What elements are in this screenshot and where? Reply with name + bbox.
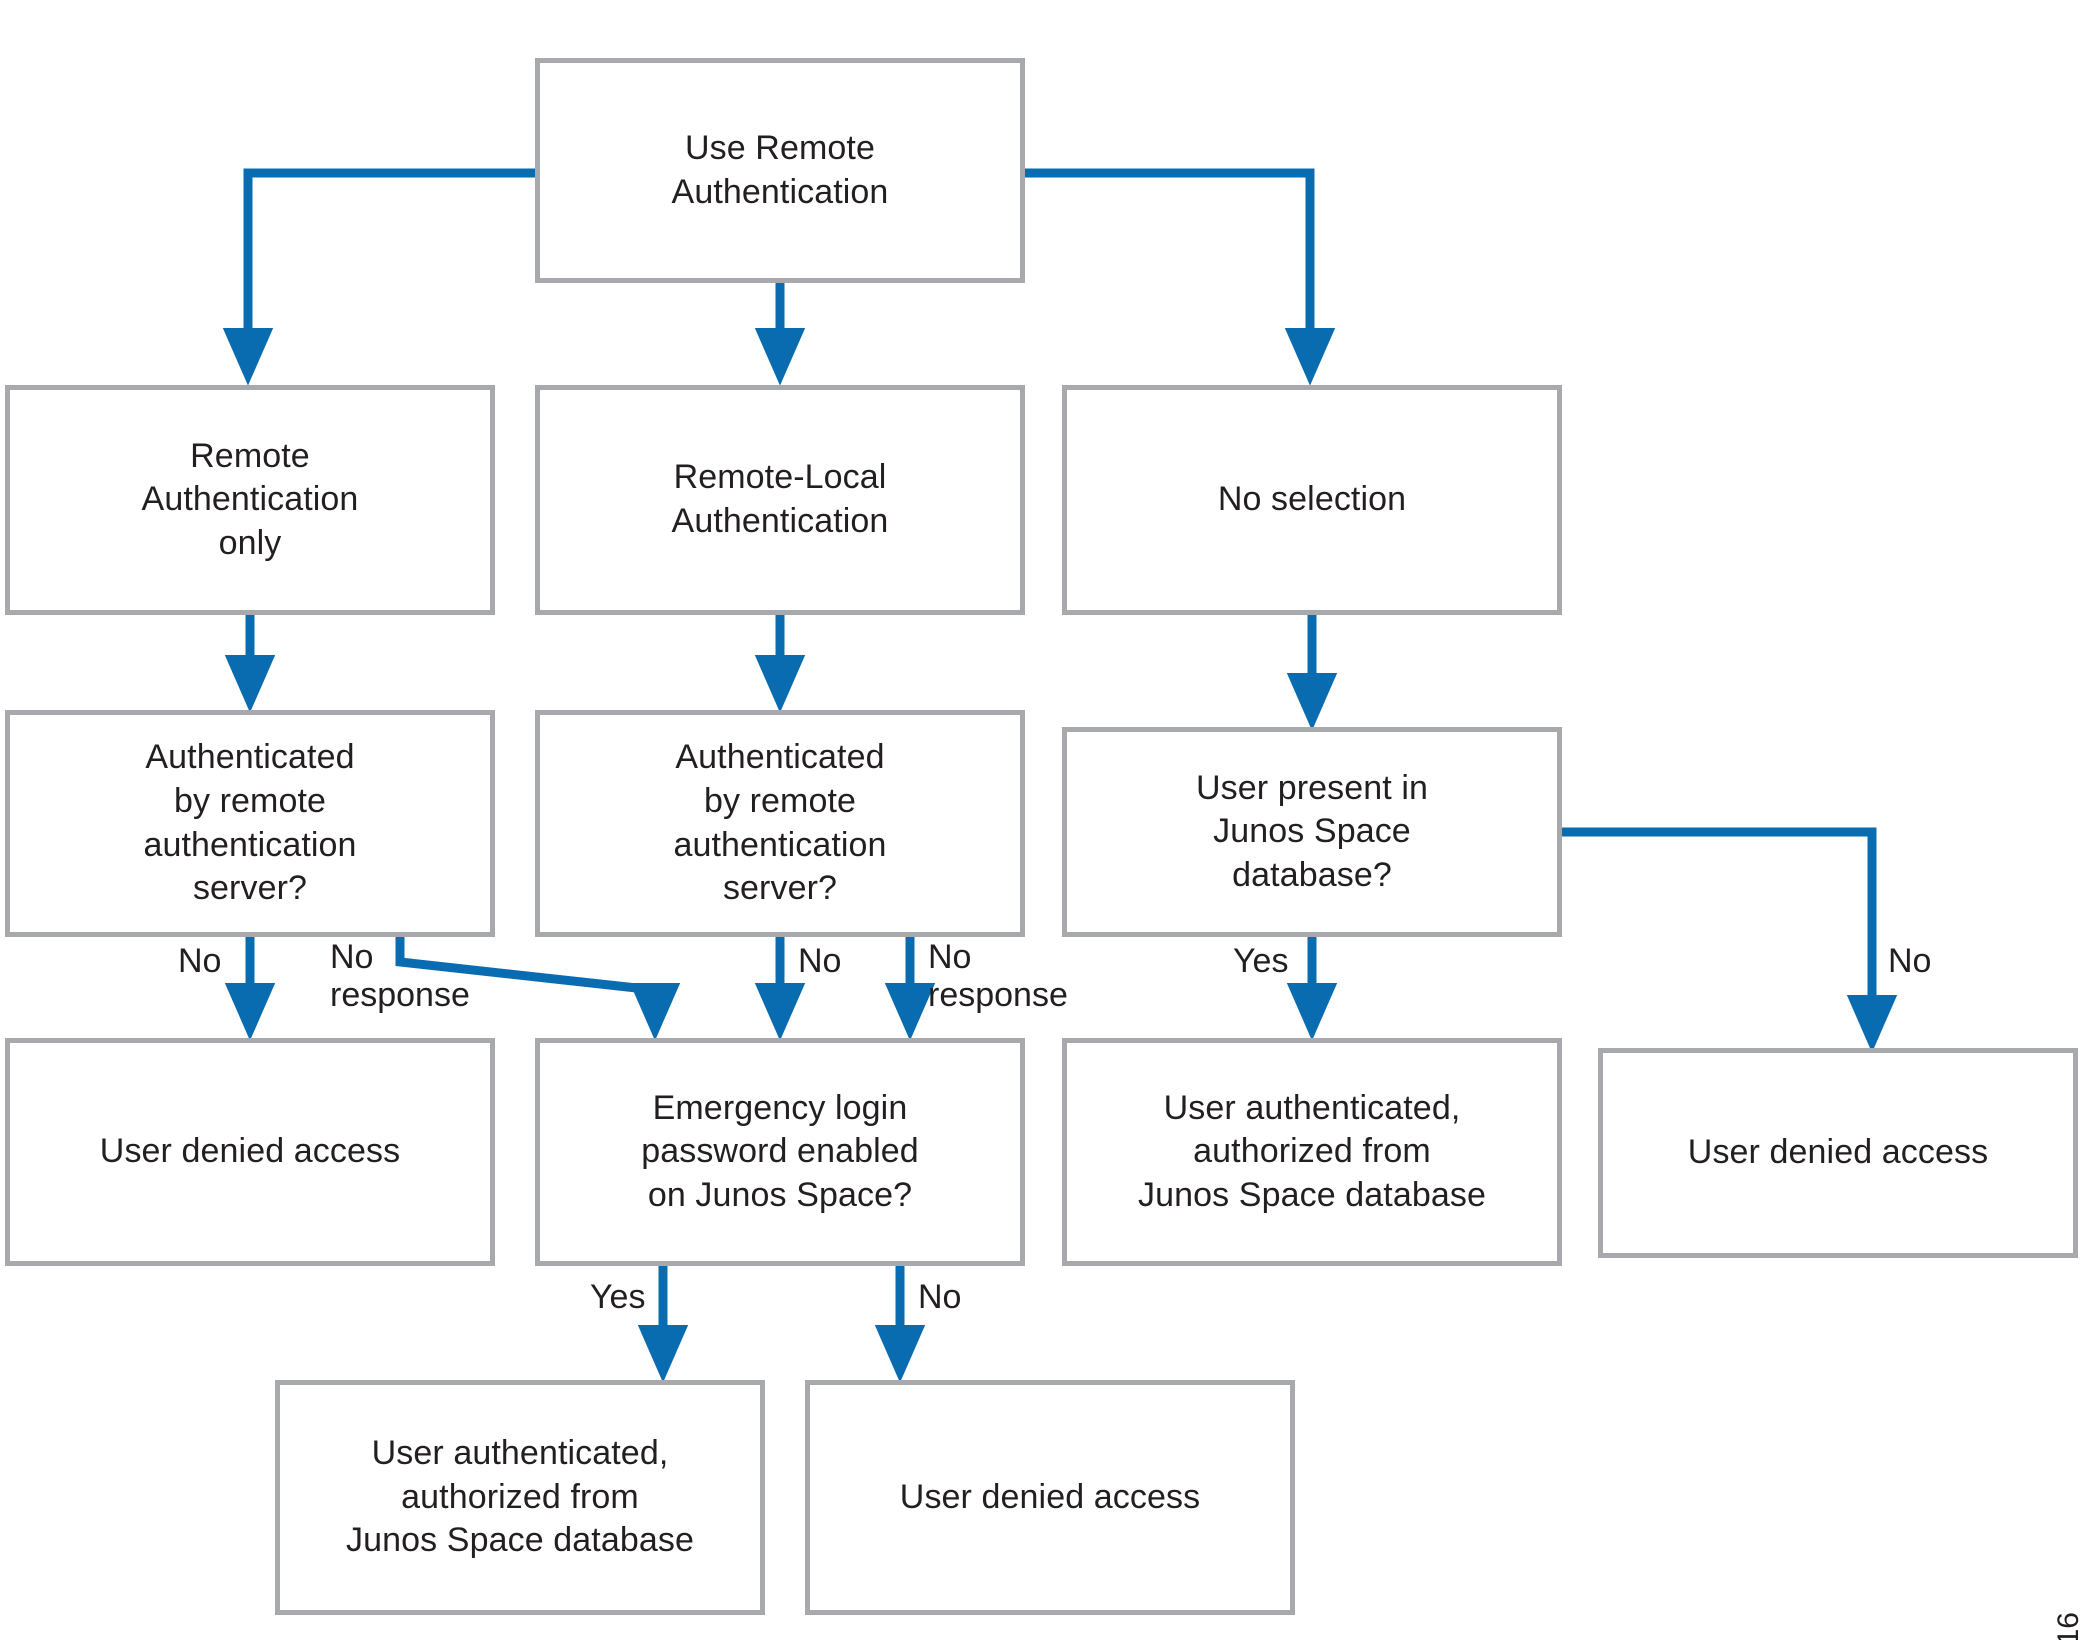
edge-label-no-user-present: No — [1888, 942, 1932, 980]
node-user-denied-access-far-right[interactable]: User denied access — [1598, 1048, 2078, 1258]
node-label: User denied access — [99, 1132, 401, 1171]
node-label: User denied access — [899, 1477, 1201, 1516]
edge-label-yes-emergency: Yes — [590, 1278, 646, 1316]
edge-label-no-middle-server: No — [798, 942, 842, 980]
edge-label-no-emergency: No — [918, 1278, 962, 1316]
edge-use-remote-to-remote-only — [222, 168, 535, 386]
node-label: No selection — [1217, 480, 1407, 519]
edge-label-yes-user-present: Yes — [1233, 942, 1289, 980]
node-user-denied-access-bottom[interactable]: User denied access — [805, 1380, 1295, 1615]
edge-label-no-left-server: No — [178, 942, 222, 980]
figure-id-watermark: g042216 — [2052, 1612, 2086, 1640]
edge-user-present-no-to-denied — [1562, 827, 1898, 1053]
edge-use-remote-to-no-selection — [1025, 168, 1336, 386]
node-user-denied-access-left[interactable]: User denied access — [5, 1038, 495, 1266]
node-label: User denied access — [1687, 1133, 1989, 1172]
node-no-selection[interactable]: No selection — [1062, 385, 1562, 615]
